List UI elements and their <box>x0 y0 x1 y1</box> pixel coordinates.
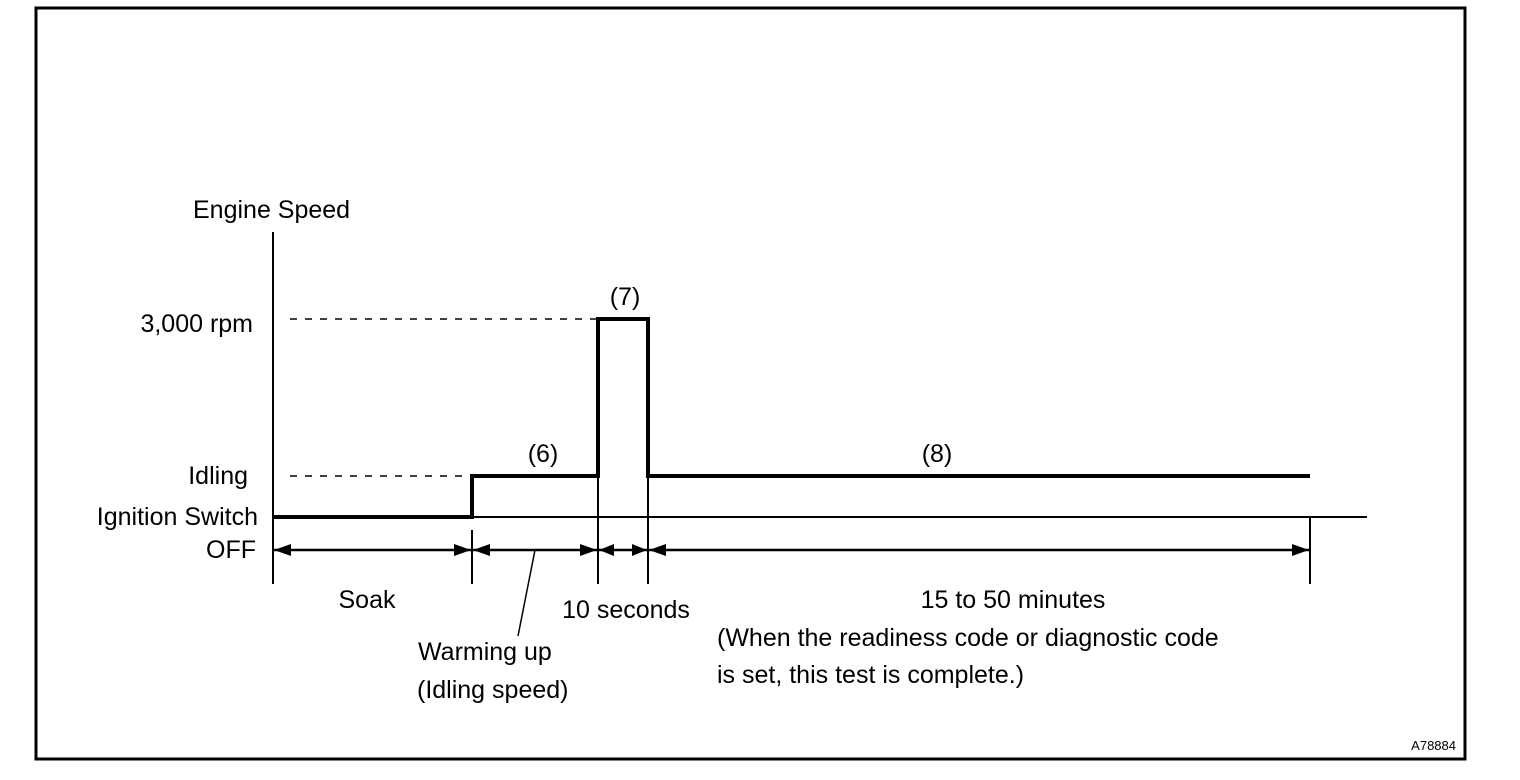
arrowheads <box>274 544 1309 556</box>
step-label-7: (7) <box>610 283 641 311</box>
level-label-idling: Idling <box>188 462 248 490</box>
phase-label-warming-up: Warming up <box>418 638 552 666</box>
phase-label-soak: Soak <box>339 586 396 614</box>
diagram-frame <box>34 6 1467 761</box>
engine-speed-trace <box>273 317 1310 519</box>
y-axis-label: Engine Speed <box>193 196 350 224</box>
step-label-8: (8) <box>922 440 953 468</box>
step-label-6: (6) <box>528 440 559 468</box>
level-label-off: OFF <box>206 536 256 564</box>
level-label-3000rpm: 3,000 rpm <box>140 310 253 338</box>
figure-reference: A78884 <box>1411 738 1456 753</box>
phase-label-idling-speed: (Idling speed) <box>417 676 568 704</box>
level-label-ignition-switch: Ignition Switch <box>97 503 258 531</box>
phase-note-line-2: is set, this test is complete.) <box>717 661 1024 689</box>
phase-label-15-to-50-minutes: 15 to 50 minutes <box>921 586 1106 614</box>
phase-label-10-seconds: 10 seconds <box>562 596 690 624</box>
warming-up-leader <box>517 549 536 637</box>
phase-note-line-1: (When the readiness code or diagnostic c… <box>717 624 1219 652</box>
